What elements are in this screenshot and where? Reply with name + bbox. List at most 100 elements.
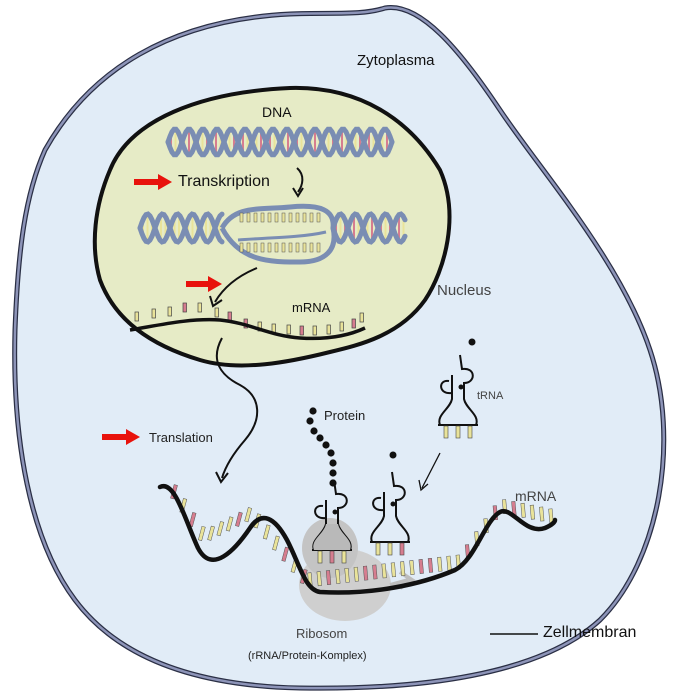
nucleus xyxy=(92,85,452,368)
dna-backbone xyxy=(137,211,225,245)
trna xyxy=(370,471,410,556)
base xyxy=(267,242,272,253)
trna-arm xyxy=(459,354,478,426)
base xyxy=(281,212,286,223)
base xyxy=(197,302,202,313)
trna-arm xyxy=(370,492,385,543)
mrna-export-path xyxy=(215,337,259,479)
anticodon-base xyxy=(399,542,405,556)
red-arrow-icon xyxy=(186,276,222,292)
amino-acid xyxy=(322,441,330,449)
base xyxy=(225,516,234,532)
base xyxy=(302,242,307,253)
mrna-export-arrowhead xyxy=(215,471,229,484)
anticodon-base xyxy=(341,550,347,564)
base xyxy=(253,212,258,223)
base xyxy=(288,212,293,223)
base xyxy=(216,521,225,537)
base xyxy=(302,212,307,223)
amino-acid xyxy=(329,469,337,477)
trna-approach-arrow xyxy=(421,452,441,489)
base xyxy=(235,511,243,527)
mrna-backbone xyxy=(157,484,558,595)
base xyxy=(309,242,314,253)
base xyxy=(309,212,314,223)
red-arrow-icon xyxy=(102,429,140,445)
base xyxy=(372,564,378,580)
base xyxy=(381,563,387,579)
ribosome-label: Ribosom xyxy=(296,626,348,641)
base xyxy=(253,242,258,253)
base xyxy=(295,212,300,223)
base xyxy=(400,561,406,577)
mrna-release-arrowhead xyxy=(209,295,223,308)
base xyxy=(198,525,206,541)
mrna-backbone xyxy=(129,317,366,341)
trna xyxy=(438,354,478,439)
mrna-strand-cytoplasm xyxy=(157,484,558,595)
mrna-release-arrow xyxy=(214,267,258,303)
trna-arm xyxy=(438,375,453,426)
base xyxy=(339,321,344,332)
base xyxy=(281,242,286,253)
transcription-arrow xyxy=(296,167,304,193)
base xyxy=(326,324,331,335)
trna-arm xyxy=(391,471,410,543)
base xyxy=(295,242,300,253)
base xyxy=(207,525,215,541)
amino-acid xyxy=(389,451,397,459)
trna-node xyxy=(390,501,396,507)
anticodon-base xyxy=(329,550,335,564)
base xyxy=(239,212,244,223)
base xyxy=(299,325,304,336)
transcription-label: Transkription xyxy=(178,173,270,190)
amino-acid xyxy=(468,338,476,346)
trna-fill xyxy=(313,524,351,550)
protein-label: Protein xyxy=(324,408,366,423)
base xyxy=(182,302,187,313)
base xyxy=(272,535,280,551)
base xyxy=(335,569,341,584)
cytoplasm-label: Zytoplasma xyxy=(357,52,435,69)
protein-chain xyxy=(306,407,337,487)
membrane-label: Zellmembran xyxy=(543,624,637,641)
base xyxy=(167,306,172,317)
dna-backbone xyxy=(330,211,408,245)
mrna-cytoplasm-label: mRNA xyxy=(515,488,557,504)
base xyxy=(418,559,424,574)
base xyxy=(214,307,219,318)
anticodon-base xyxy=(317,550,323,564)
base xyxy=(262,524,271,540)
mrna-nucleus-label: mRNA xyxy=(292,300,331,315)
amino-acid xyxy=(329,459,337,467)
trna-label: tRNA xyxy=(477,390,504,402)
base xyxy=(316,571,322,587)
base xyxy=(274,242,279,253)
base xyxy=(529,504,536,520)
amino-acid xyxy=(316,434,324,442)
amino-acid xyxy=(310,427,318,435)
base xyxy=(409,560,415,575)
base xyxy=(151,308,156,319)
base xyxy=(246,242,251,253)
base xyxy=(288,242,293,253)
red-arrow-icon xyxy=(134,174,172,190)
trna-approach-arrowhead xyxy=(418,479,429,492)
base xyxy=(316,242,321,253)
base xyxy=(427,557,434,573)
base xyxy=(244,507,252,523)
base xyxy=(325,570,332,585)
amino-acid xyxy=(327,449,335,457)
base xyxy=(281,546,290,562)
base xyxy=(351,318,356,329)
base xyxy=(362,565,369,581)
base xyxy=(260,212,265,223)
base xyxy=(359,312,364,323)
base xyxy=(520,502,526,518)
dna-backbone xyxy=(165,126,395,158)
trna-molecules xyxy=(312,338,478,564)
base xyxy=(312,325,317,336)
base xyxy=(267,212,272,223)
